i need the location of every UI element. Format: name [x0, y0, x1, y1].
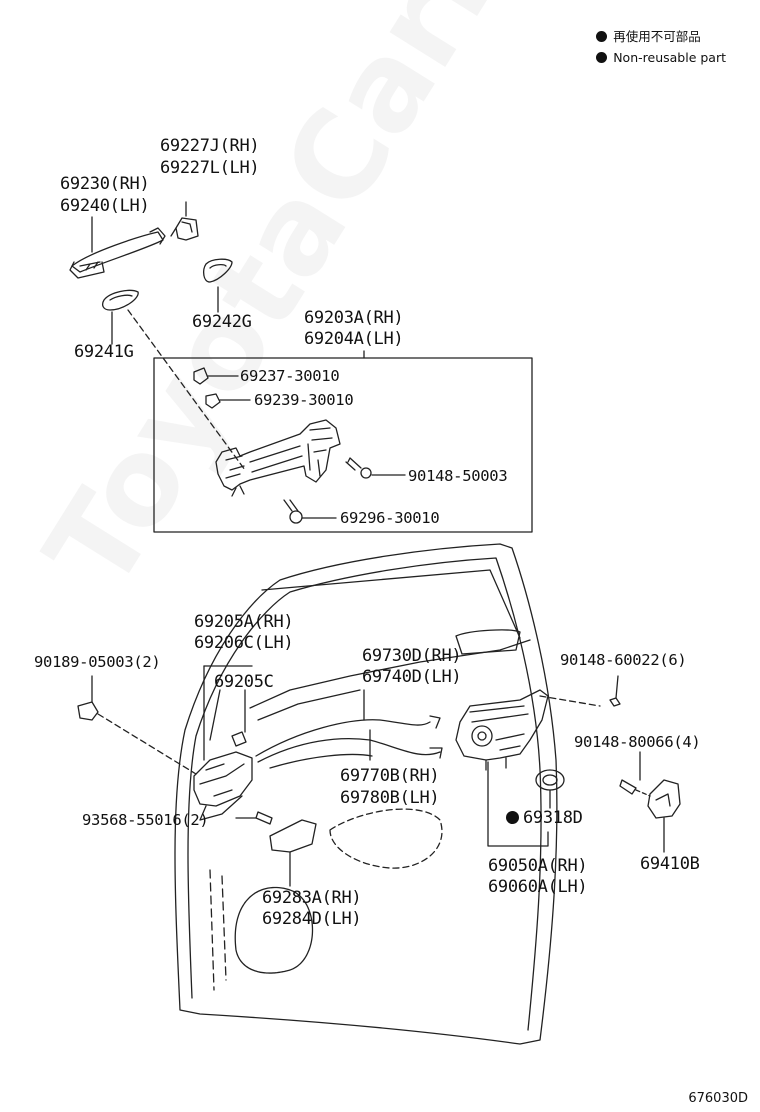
part-label-90189[interactable]: 90189-05003(2) [34, 653, 161, 671]
non-reusable-dot-icon [596, 52, 608, 63]
part-label-69050A[interactable]: 69050A(RH) [488, 856, 588, 876]
inside-handle-drawing [193, 751, 253, 821]
screw-60022-drawing [609, 675, 621, 707]
part-label-69205A[interactable]: 69205A(RH) [194, 612, 294, 632]
part-label-69318D-row: 69318D [506, 808, 583, 829]
screw-80066-drawing [619, 751, 651, 797]
part-label-69318D[interactable]: 69318D [523, 808, 583, 828]
legend-en-label: Non-reusable part [613, 50, 726, 65]
part-label-69227J[interactable]: 69227J(RH) [160, 136, 260, 156]
part-label-90148-80066[interactable]: 90148-80066(4) [574, 733, 701, 751]
screw-50003-drawing [345, 457, 406, 479]
legend-row-en: Non-reusable part [596, 47, 726, 68]
cables-drawing [255, 689, 443, 769]
outside-handle-drawing [69, 227, 166, 279]
part-label-69205C[interactable]: 69205C [214, 672, 274, 692]
part-label-93568[interactable]: 93568-55016(2) [82, 811, 209, 829]
part-label-69740D[interactable]: 69740D(LH) [362, 667, 462, 687]
part-label-69237[interactable]: 69237-30010 [240, 367, 340, 385]
striker-69410B-drawing [647, 779, 681, 853]
part-label-69283A[interactable]: 69283A(RH) [262, 888, 362, 908]
part-label-69242G[interactable]: 69242G [192, 312, 252, 332]
part-label-69770B[interactable]: 69770B(RH) [340, 766, 440, 786]
part-label-69227L[interactable]: 69227L(LH) [160, 158, 260, 178]
part-label-90148-50003[interactable]: 90148-50003 [408, 467, 508, 485]
part-label-69296[interactable]: 69296-30010 [340, 509, 440, 527]
non-reusable-dot-icon [596, 31, 608, 42]
part-label-69204A[interactable]: 69204A(LH) [304, 329, 404, 349]
part-label-69060A[interactable]: 69060A(LH) [488, 877, 588, 897]
cover-69283A-drawing [269, 819, 317, 887]
part-label-69730D[interactable]: 69730D(RH) [362, 646, 462, 666]
part-label-69780B[interactable]: 69780B(LH) [340, 788, 440, 808]
part-label-69410B[interactable]: 69410B [640, 854, 700, 874]
part-label-90148-60022[interactable]: 90148-60022(6) [560, 651, 687, 669]
cover-69318D-drawing [535, 769, 565, 809]
clip-90189-drawing [77, 675, 197, 775]
bolt-69296-drawing [283, 499, 337, 524]
part-label-69230[interactable]: 69230(RH) [60, 174, 150, 194]
pad-69241G-drawing [102, 289, 139, 311]
part-label-69203A[interactable]: 69203A(RH) [304, 308, 404, 328]
lock-assembly-drawing [455, 689, 601, 847]
non-reusable-dot-icon [506, 811, 519, 824]
bolt-93568-drawing [235, 811, 273, 825]
drawing-id: 676030D [688, 1091, 748, 1106]
part-label-69206C[interactable]: 69206C(LH) [194, 633, 294, 653]
part-label-69239[interactable]: 69239-30010 [254, 391, 354, 409]
door-outline-drawing [174, 543, 558, 1045]
part-label-69240[interactable]: 69240(LH) [60, 196, 150, 216]
frame-box [153, 357, 533, 533]
part-label-69284D[interactable]: 69284D(LH) [262, 909, 362, 929]
legend-row-jp: 再使用不可部品 [596, 26, 726, 47]
clip-69237-drawing [193, 367, 239, 385]
pad-69242G-drawing [203, 258, 233, 283]
clip-69239-drawing [205, 393, 251, 409]
part-label-69241G[interactable]: 69241G [74, 342, 134, 362]
legend-jp-label: 再使用不可部品 [613, 29, 701, 44]
cap-69205C-drawing [231, 731, 247, 747]
handle-cap-drawing [170, 217, 199, 241]
handle-frame-drawing [215, 419, 341, 497]
legend: 再使用不可部品 Non-reusable part [596, 26, 726, 68]
